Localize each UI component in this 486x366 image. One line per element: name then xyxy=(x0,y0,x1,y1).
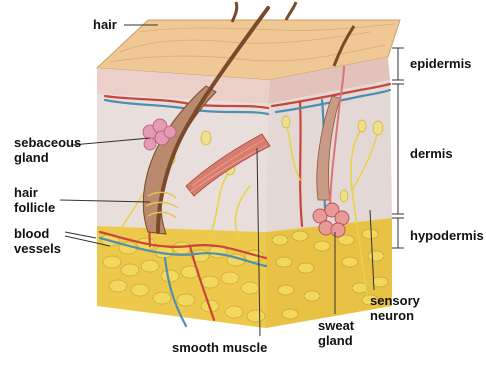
label-hair-follicle-line2: follicle xyxy=(14,200,55,215)
label-blood-vessels-line2: vessels xyxy=(14,241,61,256)
hair-strand-2 xyxy=(232,2,237,22)
label-sebaceous-gland-line2: gland xyxy=(14,150,49,165)
label-blood-vessels-line1: blood xyxy=(14,226,49,241)
label-hypodermis: hypodermis xyxy=(410,228,484,243)
label-sebaceous-gland-line1: sebaceous xyxy=(14,135,81,150)
label-epidermis: epidermis xyxy=(410,56,471,71)
label-sensory-neuron-line2: neuron xyxy=(370,308,414,323)
label-sensory-neuron-line1: sensory xyxy=(370,293,420,308)
label-sweat-gland-line2: gland xyxy=(318,333,353,348)
label-hair-follicle-line1: hair xyxy=(14,185,38,200)
hair-strand-3 xyxy=(286,2,296,20)
label-smooth-muscle: smooth muscle xyxy=(172,340,267,355)
label-hair: hair xyxy=(93,17,117,32)
label-dermis: dermis xyxy=(410,146,453,161)
label-sweat-gland-line1: sweat xyxy=(318,318,354,333)
